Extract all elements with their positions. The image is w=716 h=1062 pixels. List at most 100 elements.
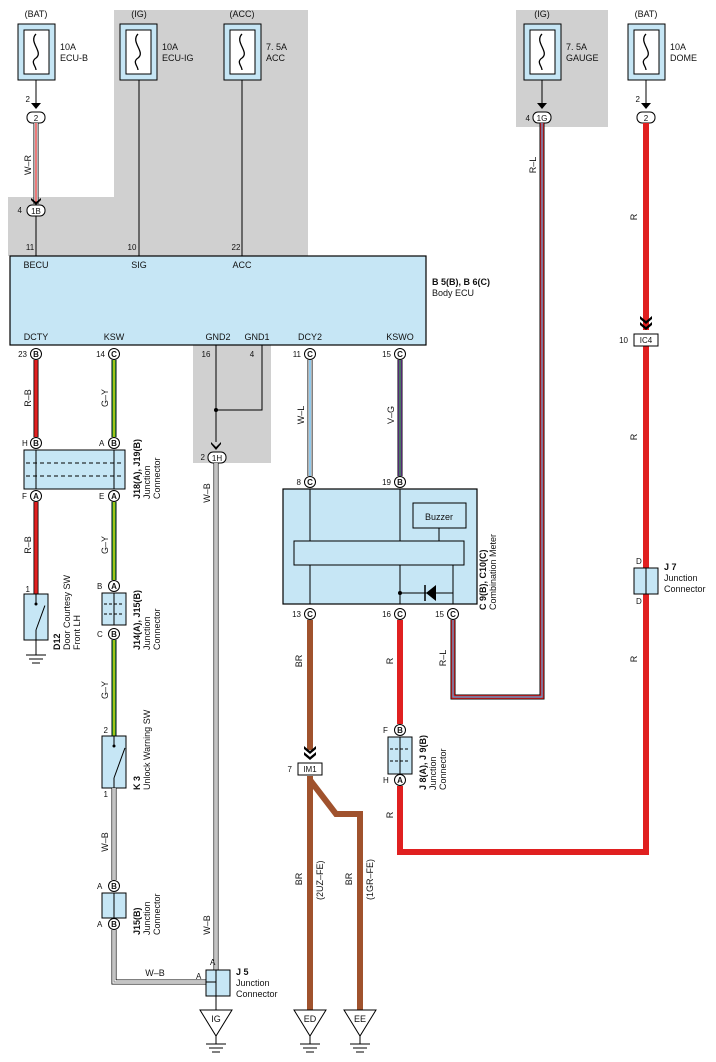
connector-code: J15(B) (132, 907, 142, 935)
ecu-pin-label: BECU (23, 260, 48, 270)
connector-code: J 8(A), J 9(B) (418, 735, 428, 790)
ground-label: IG (211, 1014, 221, 1024)
arrow-icon (641, 103, 651, 109)
ecu-code: B 5(B), B 6(C) (432, 277, 490, 287)
arrow-icon (31, 198, 41, 205)
connector-letter: B (111, 630, 117, 639)
wire-label: G–Y (100, 389, 110, 407)
switch-icon (35, 605, 46, 631)
fuse-icon (538, 33, 545, 71)
pin-number: 19 (382, 478, 391, 487)
meter-name: Combination Meter (488, 534, 498, 610)
connector-letter: C (307, 478, 313, 487)
connector-desc: Connector (152, 893, 162, 935)
wire-r-l (450, 123, 545, 700)
connector-id: 2 (34, 114, 39, 123)
pin-number: 4 (250, 350, 255, 359)
connector-id: 1B (31, 207, 41, 216)
meter-circuit (293, 540, 465, 566)
pin-letter: A (97, 882, 103, 891)
ground-ee: EE (343, 1009, 377, 1053)
ecu-pin-label: DCTY (24, 332, 49, 342)
connector-desc: Junction (664, 573, 698, 583)
fuse-icon (134, 33, 141, 71)
fuse-icon (238, 33, 245, 71)
ecu-pin-label: KSWO (386, 332, 414, 342)
wire-label: W–B (202, 915, 212, 935)
pin-number: 23 (18, 350, 27, 359)
pin-number: 13 (292, 610, 301, 619)
ground-icon (343, 1009, 377, 1037)
switch-name: Unlock Warning SW (142, 709, 152, 790)
junction-j5: A A J 5 Junction Connector (196, 958, 278, 1010)
fuse-rating: 10A (60, 42, 76, 52)
ground-icon (293, 1009, 327, 1037)
arrow-icon (640, 322, 652, 330)
pin-number: 2 (104, 726, 109, 735)
wire-label: G–Y (100, 536, 110, 554)
wire-label: R (629, 433, 639, 440)
wire-label: R (385, 657, 395, 664)
ground-label: EE (354, 1014, 366, 1024)
junction-j7: D D J 7 Junction Connector (633, 557, 706, 606)
pin-letter: F (22, 492, 27, 501)
arrow-icon (304, 752, 316, 760)
pin-letter: D (636, 597, 642, 606)
pin-letter: A (196, 972, 202, 981)
pin-number: 7 (288, 765, 293, 774)
diode-icon (426, 585, 436, 601)
connector-letter: B (111, 882, 117, 891)
wire-label: BR (294, 872, 304, 885)
ecu-pin-label: GND2 (205, 332, 230, 342)
fuse-name: ACC (266, 53, 286, 63)
junction-j8: F B H A J 8(A), J 9(B) Junction Connecto… (383, 724, 448, 790)
connector-letter: B (33, 350, 39, 359)
connector-letter: A (111, 492, 117, 501)
fuse-acc: (ACC) 7. 5A ACC (223, 9, 287, 81)
ground-ed: ED (293, 1009, 327, 1053)
connector-letter: B (33, 439, 39, 448)
connector-letter: B (111, 920, 117, 929)
connector-desc: Connector (152, 457, 162, 499)
pin-number: 1 (26, 585, 31, 594)
fuse-rating: 10A (162, 42, 178, 52)
wire-label: W–B (202, 483, 212, 503)
connector-code: J18(A), J19(B) (132, 439, 142, 499)
ecu-becu-area (8, 197, 118, 256)
buzzer (412, 502, 467, 529)
ecu-name: Body ECU (432, 288, 474, 298)
pin-letter: C (97, 630, 103, 639)
arrow-icon (31, 103, 41, 109)
connector-id: 1G (537, 114, 548, 123)
ecu-pin-label: SIG (131, 260, 147, 270)
connector-letter: A (33, 492, 39, 501)
connector-desc: Junction (142, 616, 152, 650)
wire-r-dome (397, 123, 649, 855)
connector-desc: Junction (142, 465, 152, 499)
connector-desc: Connector (152, 608, 162, 650)
unlock-warning-switch: 2 1 K 3 Unlock Warning SW (101, 709, 152, 799)
wire-label: W–R (23, 155, 33, 176)
connector-desc: Connector (438, 748, 448, 790)
junction-j15: A B A B J15(B) Junction Connector (97, 880, 162, 935)
body-ecu-box (9, 255, 427, 346)
wire-label: R–L (438, 650, 448, 667)
fuse-rating: 7. 5A (566, 42, 587, 52)
fuse-power-label: (ACC) (230, 9, 255, 19)
pin-letter: F (383, 726, 388, 735)
fuse-ecu-ig: (IG) 10A ECU-IG (119, 9, 194, 81)
connector-desc: Junction (428, 756, 438, 790)
fuse-gauge: (IG) 7. 5A GAUGE (523, 9, 599, 81)
wire-label: V–G (386, 406, 396, 424)
fuse-name: GAUGE (566, 53, 599, 63)
wire-label: R (385, 811, 395, 818)
connector-code: J14(A), J15(B) (132, 590, 142, 650)
pin-number: 2 (636, 95, 641, 104)
ecu-pin-label: ACC (232, 260, 252, 270)
junction-j14: B A C B J14(A), J15(B) Junction Connecto… (97, 580, 162, 650)
pin-number: 4 (18, 206, 23, 215)
pin-number: 11 (293, 350, 302, 359)
ground-icon (199, 1009, 233, 1037)
